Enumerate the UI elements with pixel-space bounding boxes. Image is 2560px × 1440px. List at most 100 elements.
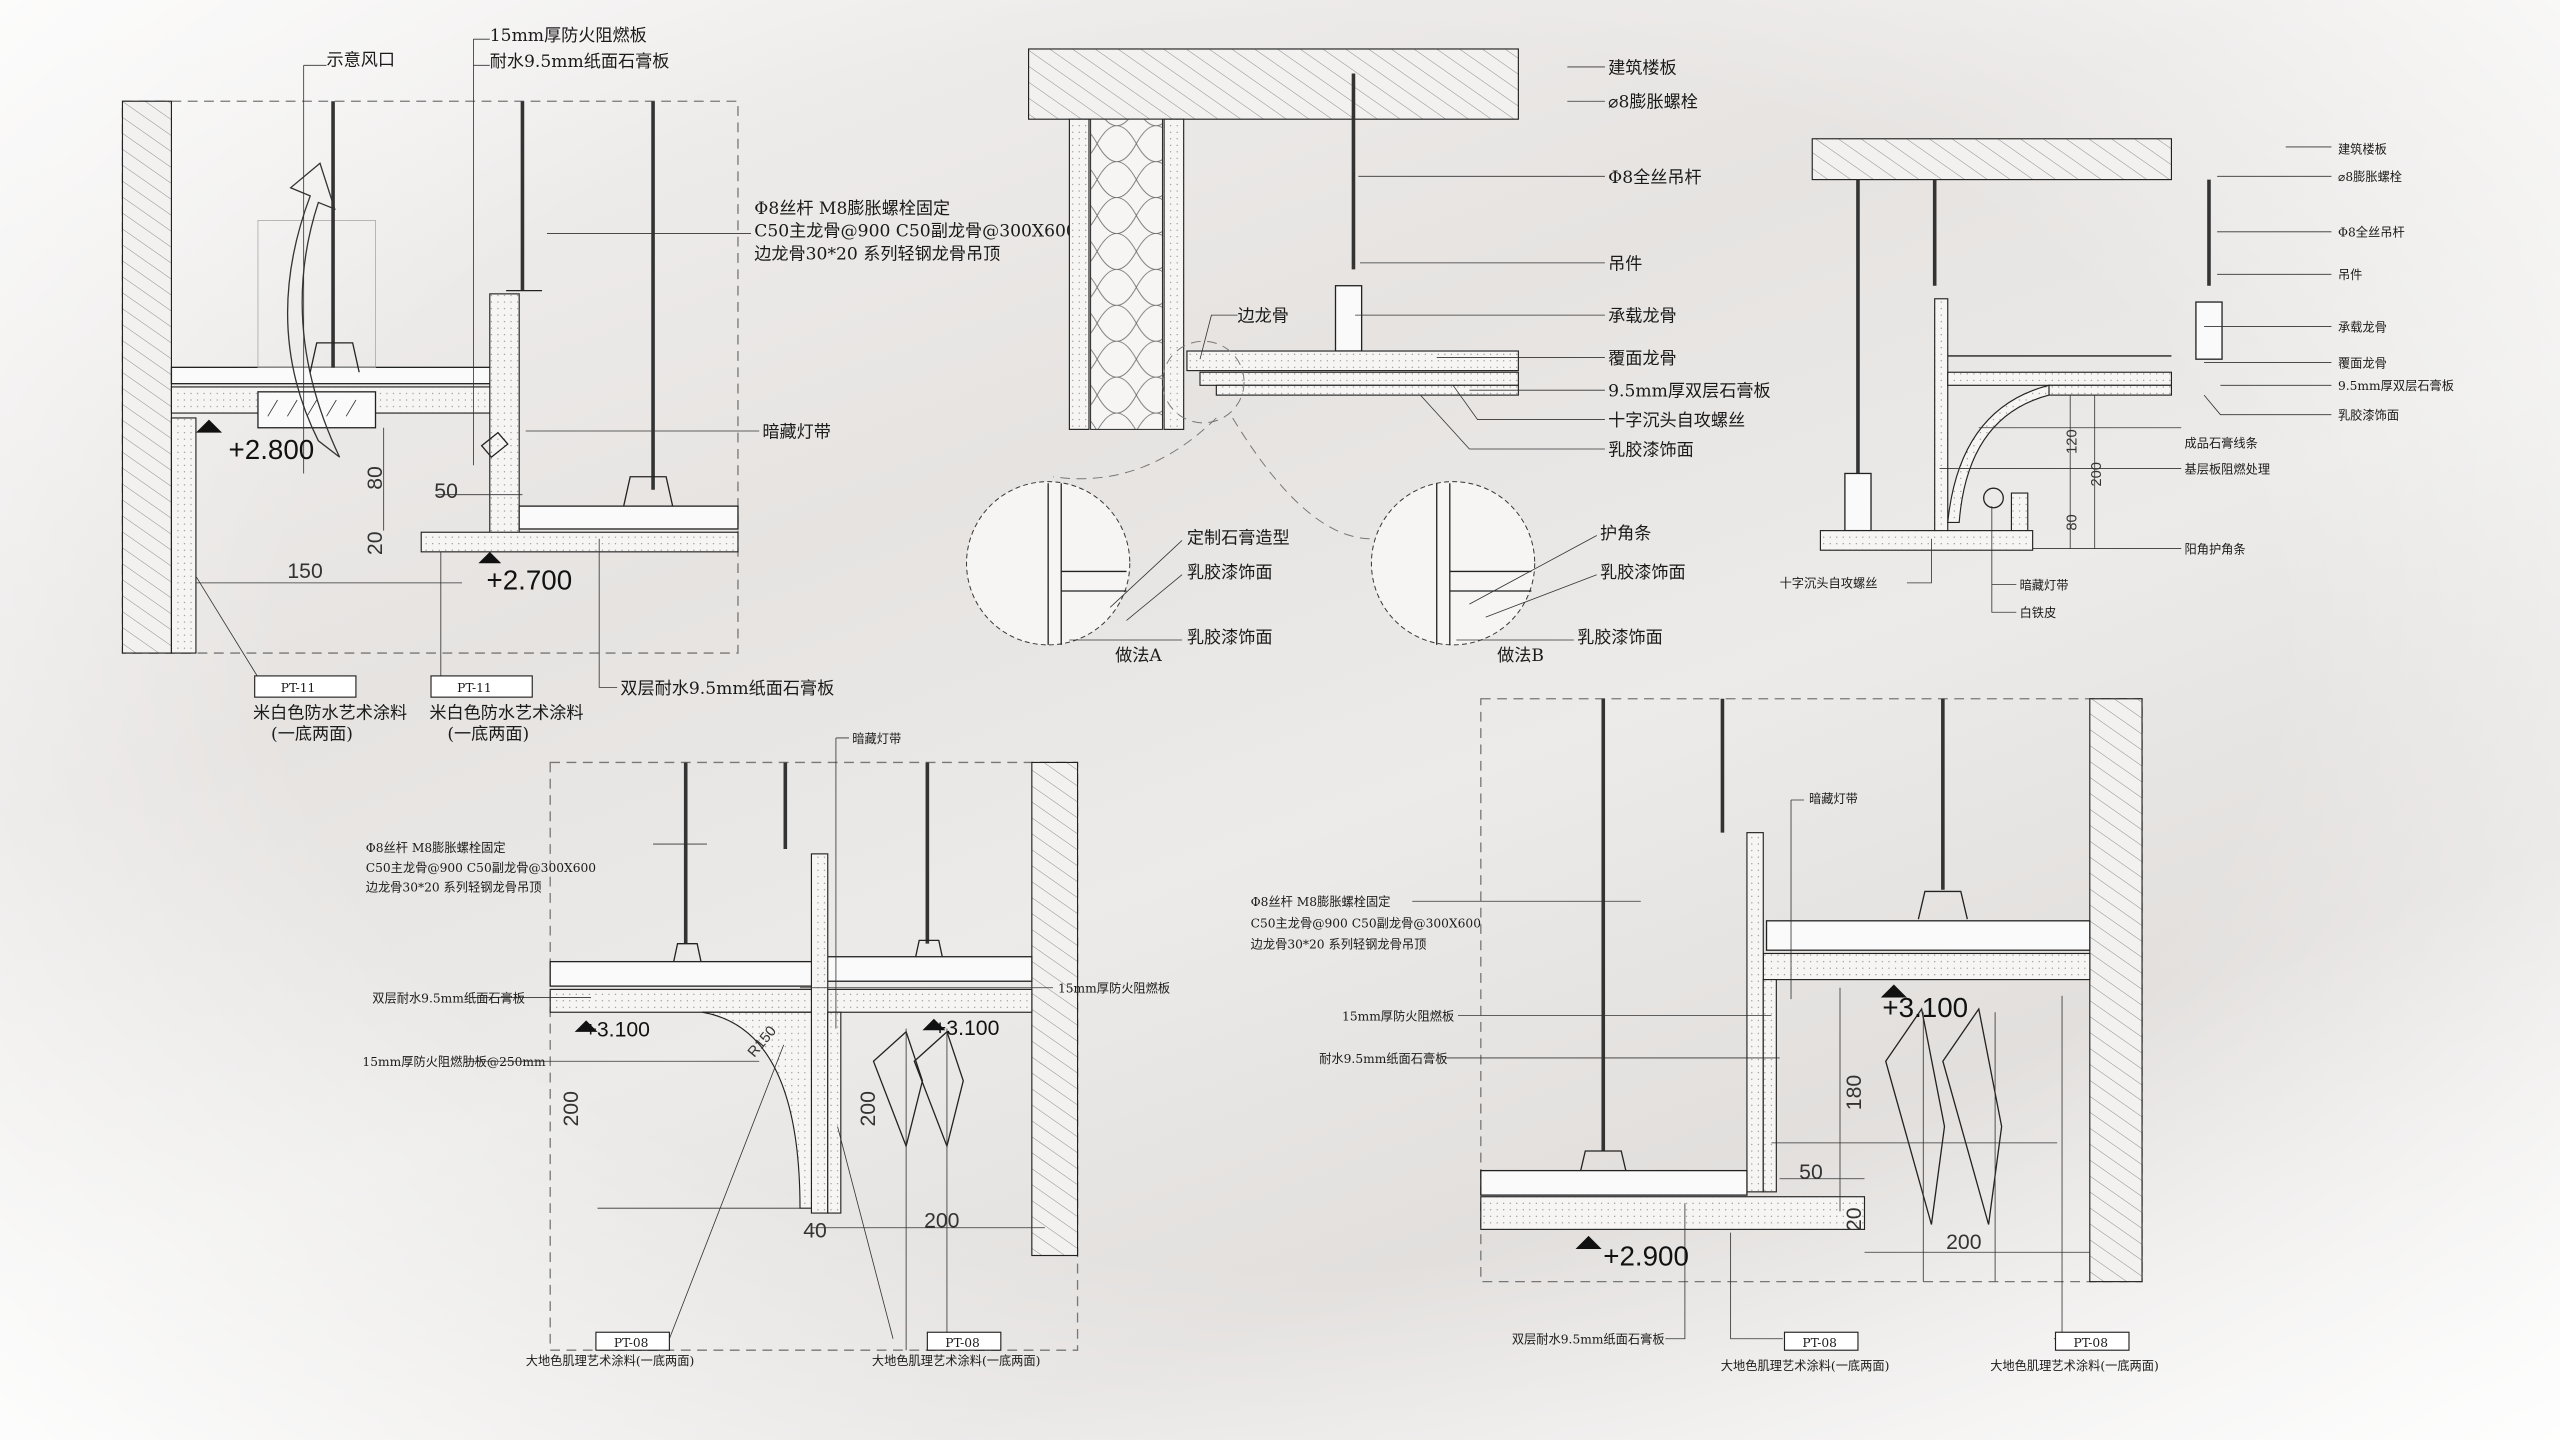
detail-b-label: 乳胶漆饰面 [1600, 563, 1686, 583]
water-board-label: 耐水9.5mm纸面石膏板 [1319, 1051, 1447, 1066]
panel-bottom-left: +3.100 +3.100 R150 200 200 40 200 暗藏灯带 Φ… [362, 731, 1170, 1368]
dim-20: 20 [1843, 1207, 1866, 1231]
tag-name: 大地色肌理艺术涂料(一底两面) [1990, 1358, 2159, 1373]
spec-line: C50主龙骨@900 C50副龙骨@300X600 [366, 860, 596, 875]
dim-20: 20 [364, 531, 387, 555]
detail-b-title: 做法B [1497, 646, 1544, 666]
material-tag: PT-08 大地色肌理艺术涂料(一底两面) [1990, 1331, 2159, 1373]
panel-top-right: 建筑楼板 ⌀8膨胀螺栓 Φ8全丝吊杆 吊件 承载龙骨 覆面龙骨 9.5mm厚双层… [1780, 138, 2454, 620]
tag-name: 大地色肌理艺术涂料(一底两面) [872, 1353, 1041, 1368]
label-hanger: 吊件 [2338, 268, 2362, 282]
panel-top-left: +2.800 +2.700 80 50 20 150 示意风口 15mm厚防火阻… [121, 26, 1077, 745]
label-screw: 十字沉头自攻螺丝 [1608, 411, 1745, 431]
panel-bottom-right: +3.100 +2.900 180 50 20 200 暗藏灯带 Φ8丝杆 M8… [1251, 698, 2159, 1373]
elevation-marker-icon [195, 419, 223, 433]
tag-code: PT-11 [457, 681, 492, 695]
wall-hatch [2089, 698, 2143, 1283]
fire-board-label: 15mm厚防火阻燃板 [490, 26, 647, 46]
elevation-upper: +2.800 [229, 434, 315, 465]
spec-line: Φ8丝杆 M8膨胀螺栓固定 [1251, 894, 1391, 909]
dim-50: 50 [1799, 1161, 1823, 1184]
dim-200: 200 [560, 1091, 583, 1126]
label-floor-slab: 建筑楼板 [2338, 141, 2387, 156]
wall-hatch [121, 100, 173, 654]
label-expansion-bolt: ⌀8膨胀螺栓 [1608, 93, 1698, 113]
spec-line: C50主龙骨@900 C50副龙骨@300X600 [1251, 915, 1481, 930]
elevation-right: +3.100 [934, 1017, 1000, 1040]
lower-ceiling-board [420, 531, 739, 553]
lower-keel [518, 505, 739, 530]
panel-top-middle: 建筑楼板 ⌀8膨胀螺栓 Φ8全丝吊杆 吊件 承载龙骨 覆面龙骨 9.5mm厚双层… [966, 48, 1771, 666]
dim-200: 200 [857, 1091, 880, 1126]
label-carrying-keel: 承载龙骨 [2338, 320, 2387, 334]
spec-line: C50主龙骨@900 C50副龙骨@300X600 [754, 222, 1076, 242]
light-strip-icon [480, 431, 509, 459]
elevation-marker-icon [478, 551, 502, 564]
carrying-keel [1334, 285, 1363, 352]
tag-name: 大地色肌理艺术涂料(一底两面) [1721, 1358, 1890, 1373]
spec-line: 边龙骨30*20 系列轻钢龙骨吊顶 [366, 880, 542, 894]
label-expansion-bolt: ⌀8膨胀螺栓 [2338, 169, 2402, 184]
elevation-lower: +2.900 [1603, 1240, 1689, 1271]
detail-a-label: 定制石膏造型 [1187, 528, 1290, 549]
label-gypsum-board: 9.5mm厚双层石膏板 [2338, 378, 2454, 393]
vent-label: 示意风口 [327, 50, 396, 70]
label-latex-paint: 乳胶漆饰面 [2338, 408, 2399, 423]
detail-a-label: 乳胶漆饰面 [1187, 563, 1273, 583]
floor-slab [1811, 138, 2172, 181]
spec-line: 边龙骨30*20 系列轻钢龙骨吊顶 [1251, 938, 1427, 952]
label-corner-bead: 阳角护角条 [2184, 542, 2245, 556]
dim-80: 80 [2065, 514, 2081, 530]
label-cover-keel: 覆面龙骨 [1608, 349, 1676, 369]
dim-50: 50 [434, 480, 458, 503]
detail-a-label: 乳胶漆饰面 [1187, 628, 1273, 648]
light-strip-label: 暗藏灯带 [762, 423, 831, 443]
partition-board [489, 293, 520, 540]
tag-note: (一底两面) [447, 725, 529, 745]
tag-code: PT-08 [1802, 1336, 1837, 1350]
label-threaded-rod: Φ8全丝吊杆 [2338, 225, 2405, 240]
double-board-label: 双层耐水9.5mm纸面石膏板 [372, 990, 525, 1005]
tag-name: 米白色防水艺术涂料 [253, 703, 407, 723]
double-board [1480, 1196, 1866, 1230]
main-keel [170, 366, 507, 385]
dim-80: 80 [364, 466, 387, 490]
tag-code: PT-08 [945, 1336, 980, 1350]
material-tag: PT-08 大地色肌理艺术涂料(一底两面) [872, 1331, 1041, 1368]
spec-line: 边龙骨30*20 系列轻钢龙骨吊顶 [754, 245, 1000, 265]
wall-hatch [1031, 761, 1079, 1257]
wall-board [170, 417, 197, 654]
dim-150: 150 [287, 560, 322, 583]
tag-name: 米白色防水艺术涂料 [429, 703, 583, 723]
insulation [1090, 118, 1163, 430]
detail-b-circle [1370, 481, 1536, 646]
double-board-label: 双层耐水9.5mm纸面石膏板 [1512, 1332, 1665, 1347]
spec-line: Φ8丝杆 M8膨胀螺栓固定 [754, 199, 950, 219]
partition-board [1746, 832, 1764, 1193]
material-tag: PT-11 米白色防水艺术涂料 (一底两面) [429, 675, 584, 745]
spec-line: Φ8丝杆 M8膨胀螺栓固定 [366, 840, 506, 855]
label-latex-paint: 乳胶漆饰面 [1608, 441, 1694, 461]
tag-note: (一底两面) [271, 725, 353, 745]
label-cover-keel: 覆面龙骨 [2338, 356, 2387, 370]
fire-board-label: 15mm厚防火阻燃板 [1058, 981, 1170, 996]
rib-board-label: 15mm厚防火阻燃肋板@250mm [362, 1054, 546, 1069]
label-light-strip: 暗藏灯带 [2020, 577, 2069, 592]
tag-code: PT-11 [281, 681, 316, 695]
tag-name: 大地色肌理艺术涂料(一底两面) [526, 1353, 695, 1368]
detail-a-title: 做法A [1115, 646, 1162, 666]
elevation-upper: +3.100 [1882, 992, 1968, 1023]
label-screw: 十字沉头自攻螺丝 [1780, 576, 1878, 591]
water-board-label: 耐水9.5mm纸面石膏板 [490, 51, 670, 72]
double-board-label: 双层耐水9.5mm纸面石膏板 [620, 678, 834, 699]
gypsum-moulding [1947, 384, 2050, 524]
label-carrying-keel: 承载龙骨 [1608, 307, 1676, 327]
label-tin: 白铁皮 [2020, 605, 2057, 620]
curtain-icon [872, 1028, 964, 1351]
material-tag: PT-08 大地色肌理艺术涂料(一底两面) [1721, 1331, 1890, 1373]
elevation-left: +3.100 [584, 1019, 650, 1042]
label-hanger: 吊件 [1608, 254, 1642, 274]
detail-b-label: 乳胶漆饰面 [1577, 628, 1663, 648]
